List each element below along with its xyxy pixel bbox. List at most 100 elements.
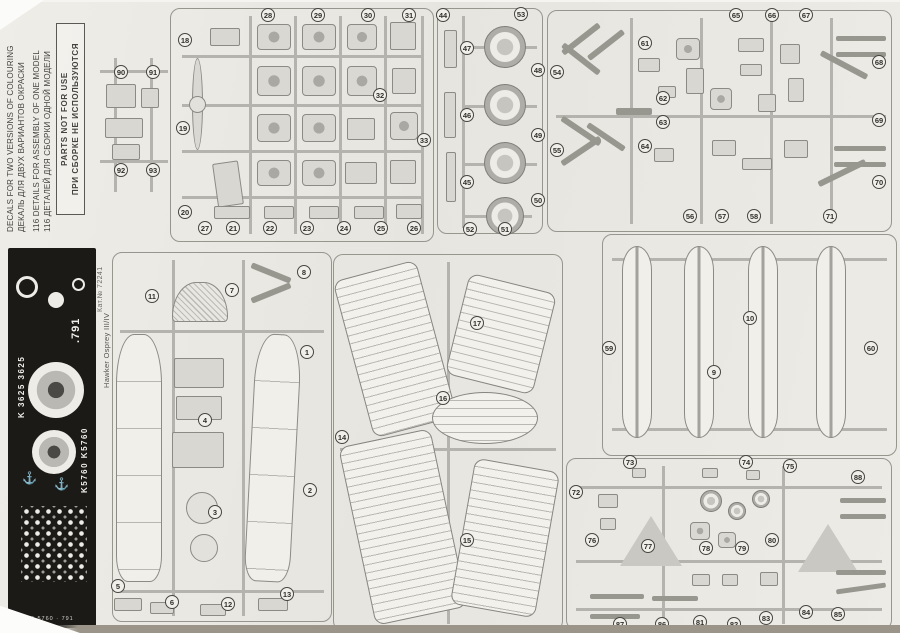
part-number-badge: 49 [531, 128, 545, 142]
decal-ring-small [16, 276, 38, 298]
sprue-wheels-part [484, 26, 526, 68]
sprue-a-runner [182, 150, 422, 153]
part-number-badge: 23 [300, 221, 314, 235]
part-number-badge: 18 [178, 33, 192, 47]
part-number-badge: 72 [569, 485, 583, 499]
parts-not-for-use-en: PARTS NOT FOR USE [60, 72, 69, 166]
part-number-badge: 20 [178, 205, 192, 219]
sprue-a-part [354, 206, 384, 219]
sprue-wheels-part [484, 84, 526, 126]
sprue-fuselage-part [116, 334, 162, 582]
sprue-small-part [702, 468, 718, 478]
sprue-wheels-runner [462, 16, 465, 228]
part-number-badge: 91 [146, 65, 160, 79]
sprue-small-part [598, 494, 618, 508]
sprue-a-runner [384, 16, 387, 234]
sprue-wings-part [432, 392, 538, 444]
sprue-small-part [718, 532, 736, 548]
part-number-badge: 67 [799, 8, 813, 22]
part-number-badge: 26 [407, 221, 421, 235]
sprue-a-runner [339, 16, 342, 234]
part-number-badge: 56 [683, 209, 697, 223]
part-number-badge: 7 [225, 283, 239, 297]
sprue-wheels-frame [437, 8, 543, 234]
part-number-badge: 50 [531, 193, 545, 207]
part-number-badge: 80 [765, 533, 779, 547]
unused-parts-part [112, 144, 140, 160]
sprue-fuselage-part [174, 358, 224, 388]
decal-serial-bottom: K 5760 · 791 [30, 616, 74, 622]
sprue-small-part [840, 498, 886, 503]
part-number-badge: 1 [300, 345, 314, 359]
sprue-small-runner [576, 608, 882, 611]
part-number-badge: 76 [585, 533, 599, 547]
margin-note-decals-ru: ДЕКАЛЬ ДЛЯ ДВУХ ВАРИАНТОВ ОКРАСКИ [16, 62, 26, 232]
sprue-a-part [309, 206, 339, 219]
decal-serial-k3625: K 3625 3625 [17, 355, 26, 418]
part-number-badge: 44 [436, 8, 450, 22]
sprue-a-part [396, 204, 422, 219]
sprue-small-part [760, 572, 778, 586]
decal-roundel-large [28, 362, 84, 418]
sprue-floats-part [622, 246, 652, 438]
part-number-badge: 22 [263, 221, 277, 235]
sprue-a-part [257, 24, 291, 50]
sprue-a-part [257, 160, 291, 186]
sprue-b-part [654, 148, 674, 162]
sprue-fuselage-part [172, 432, 224, 468]
part-number-badge: 69 [872, 113, 886, 127]
sprue-small-part [722, 574, 738, 586]
sprue-a-part [347, 118, 375, 140]
part-number-badge: 25 [374, 221, 388, 235]
sprue-b-part [712, 140, 736, 156]
part-number-badge: 64 [638, 139, 652, 153]
sprue-b-part [676, 38, 700, 60]
sprue-b-part [836, 52, 886, 57]
sprue-a-runner [421, 16, 424, 234]
sprue-a-part [210, 28, 240, 46]
sprue-a-part [264, 206, 294, 219]
decal-dot-grid [21, 506, 87, 582]
unused-parts-runner [100, 70, 168, 73]
sprue-wheels-part [444, 30, 457, 68]
sprue-b-part [740, 64, 762, 76]
decal-serial-top: .791 [70, 317, 82, 343]
sprue-b-part [742, 158, 772, 170]
sprue-a-part [302, 160, 336, 186]
sprue-fuselage-part [114, 598, 142, 611]
sprue-b-part [784, 140, 808, 158]
part-number-badge: 65 [729, 8, 743, 22]
part-number-badge: 90 [114, 65, 128, 79]
part-number-badge: 84 [799, 605, 813, 619]
kit-title: Hawker Osprey III/IV [102, 312, 111, 388]
part-number-badge: 4 [198, 413, 212, 427]
sprue-a-part [214, 206, 250, 219]
part-number-badge: 54 [550, 65, 564, 79]
sprue-a-runner [294, 16, 297, 234]
part-number-badge: 70 [872, 175, 886, 189]
sprue-a-part [390, 112, 418, 140]
catalog-number: Кат.№ 72241 [97, 266, 104, 312]
part-number-badge: 75 [783, 459, 797, 473]
part-number-badge: 83 [759, 611, 773, 625]
sprue-wheels-part [444, 92, 456, 138]
sprue-b-part [780, 44, 800, 64]
sprue-small-part [590, 614, 640, 619]
sprue-b-runner [830, 18, 833, 224]
part-number-badge: 10 [743, 311, 757, 325]
sprue-small-part [652, 596, 698, 601]
part-number-badge: 30 [361, 8, 375, 22]
part-number-badge: 27 [198, 221, 212, 235]
sprue-b-part [638, 58, 660, 72]
sprue-a-part [302, 24, 336, 50]
unused-parts-part [105, 118, 143, 138]
sprue-wheels-part [446, 152, 456, 202]
decal-serial-k5760: K5760 K5760 [80, 427, 89, 493]
decal-ring-tiny [72, 278, 85, 291]
part-number-badge: 8 [297, 265, 311, 279]
sprue-b-frame [547, 10, 892, 232]
sprue-small-part [728, 502, 746, 520]
sprue-a-runner [182, 196, 422, 199]
unused-parts-part [141, 88, 159, 108]
part-number-badge: 11 [145, 289, 159, 303]
